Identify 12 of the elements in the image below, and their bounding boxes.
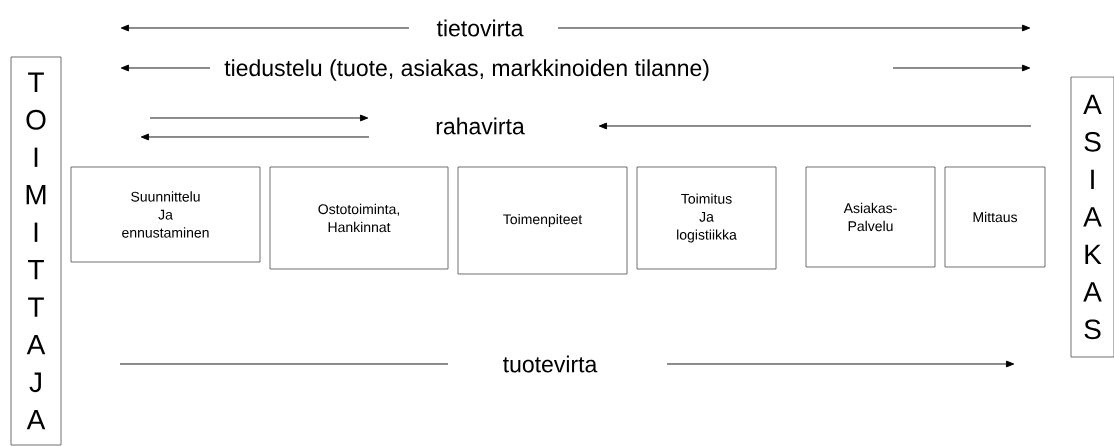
vertical-label-box: T O I M I T T A J A xyxy=(10,56,62,446)
vertical-label-box: A S I A K A S xyxy=(1070,76,1114,358)
flow-label: tuotevirta xyxy=(503,355,598,373)
process-box: Ostotoiminta, Hankinnat xyxy=(269,166,449,270)
process-box: Mittaus xyxy=(944,166,1046,268)
process-box: Asiakas- Palvelu xyxy=(805,166,936,268)
process-box: Toimenpiteet xyxy=(457,166,628,275)
flow-label: tiedustelu (tuote, asiakas, markkinoiden tilanne) xyxy=(224,59,709,81)
process-box: Suunnittelu Ja ennustaminen xyxy=(70,166,261,263)
flow-label: tietovirta xyxy=(436,19,524,37)
flow-label: rahavirta xyxy=(436,117,525,135)
process-box: Toimitus Ja logistiikka xyxy=(636,166,777,270)
